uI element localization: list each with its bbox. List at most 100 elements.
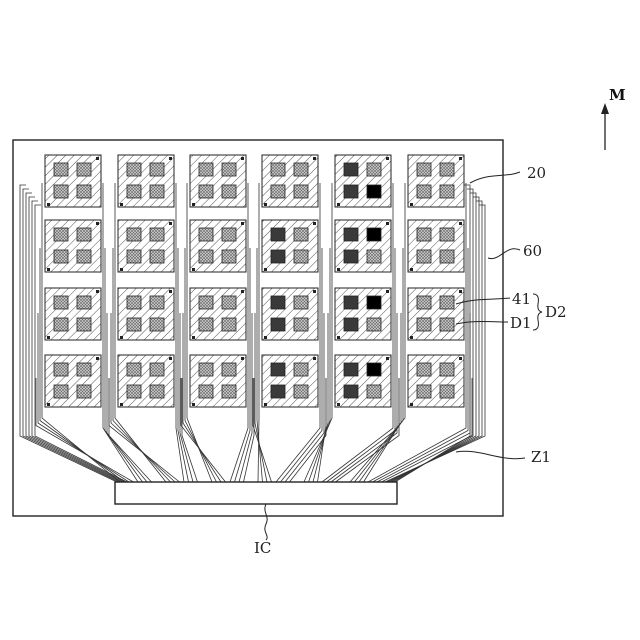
sub-pixel: [440, 296, 454, 309]
pixel-unit: [408, 355, 464, 407]
sub-pixel: [440, 163, 454, 176]
sub-pixel: [77, 296, 91, 309]
sub-pixel: [127, 318, 141, 331]
sub-pixel: [440, 318, 454, 331]
sub-pixel: [367, 163, 381, 176]
sub-pixel: [199, 163, 213, 176]
sub-pixel: [344, 385, 358, 398]
sub-pixel: [150, 163, 164, 176]
sub-pixel: [222, 185, 236, 198]
sub-pixel: [54, 163, 68, 176]
pixel-unit: [190, 288, 246, 340]
sub-pixel: [222, 385, 236, 398]
sub-pixel: [127, 163, 141, 176]
pixel-unit: [408, 155, 464, 207]
sub-pixel: [77, 163, 91, 176]
sub-pixel: [222, 163, 236, 176]
sub-pixel: [344, 185, 358, 198]
sub-pixel: [150, 228, 164, 241]
sub-pixel: [271, 163, 285, 176]
sub-pixel: [417, 318, 431, 331]
sub-pixel: [77, 385, 91, 398]
sub-pixel: [294, 228, 308, 241]
sub-pixel: [294, 250, 308, 263]
sub-pixel: [440, 385, 454, 398]
sub-pixel: [77, 250, 91, 263]
pixel-unit: [118, 355, 174, 407]
label-z1: Z1: [531, 448, 551, 466]
sub-pixel: [127, 296, 141, 309]
sub-pixel: [271, 185, 285, 198]
sub-pixel: [294, 363, 308, 376]
pixel-unit: [45, 288, 101, 340]
sub-pixel: [417, 250, 431, 263]
sub-pixel: [150, 185, 164, 198]
sub-pixel: [199, 228, 213, 241]
pixel-unit: [45, 355, 101, 407]
sub-pixel: [54, 228, 68, 241]
sub-pixel: [54, 296, 68, 309]
pixel-unit: [335, 155, 391, 207]
sub-pixel: [417, 296, 431, 309]
sub-pixel: [271, 318, 285, 331]
pixel-unit: [190, 220, 246, 272]
sub-pixel: [271, 296, 285, 309]
sub-pixel: [417, 163, 431, 176]
sub-pixel: [294, 185, 308, 198]
sub-pixel: [199, 296, 213, 309]
sub-pixel: [127, 228, 141, 241]
sub-pixel: [367, 250, 381, 263]
label-d2: D2: [545, 303, 567, 321]
sub-pixel: [150, 296, 164, 309]
sub-pixel: [127, 363, 141, 376]
sub-pixel: [222, 228, 236, 241]
sub-pixel: [222, 318, 236, 331]
pixel-unit: [262, 155, 318, 207]
sub-pixel: [54, 318, 68, 331]
sub-pixel: [344, 296, 358, 309]
sub-pixel: [222, 250, 236, 263]
sub-pixel: [367, 185, 381, 198]
sub-pixel: [150, 363, 164, 376]
sub-pixel: [199, 363, 213, 376]
sub-pixel: [367, 385, 381, 398]
sub-pixel: [344, 228, 358, 241]
sub-pixel: [417, 385, 431, 398]
pixel-unit: [190, 355, 246, 407]
sub-pixel: [440, 363, 454, 376]
pixel-unit: [262, 288, 318, 340]
brace-d2: [533, 294, 542, 330]
pixel-unit: [262, 220, 318, 272]
pixel-unit: [335, 220, 391, 272]
sub-pixel: [150, 318, 164, 331]
sub-pixel: [127, 185, 141, 198]
sub-pixel: [271, 363, 285, 376]
label-41: 41: [512, 290, 531, 308]
sub-pixel: [271, 385, 285, 398]
sub-pixel: [417, 185, 431, 198]
pixel-unit: [408, 288, 464, 340]
label-20: 20: [527, 164, 546, 182]
sub-pixel: [199, 185, 213, 198]
sub-pixel: [344, 163, 358, 176]
sub-pixel: [199, 318, 213, 331]
sub-pixel: [294, 296, 308, 309]
sub-pixel: [54, 385, 68, 398]
sub-pixel: [440, 228, 454, 241]
pixel-unit: [408, 220, 464, 272]
sub-pixel: [150, 385, 164, 398]
pixel-unit: [335, 288, 391, 340]
pixel-unit: [45, 155, 101, 207]
pixel-unit: [45, 220, 101, 272]
label-ic: IC: [254, 539, 271, 557]
pixel-unit: [262, 355, 318, 407]
sub-pixel: [77, 185, 91, 198]
sub-pixel: [417, 363, 431, 376]
sub-pixel: [54, 250, 68, 263]
sub-pixel: [77, 228, 91, 241]
sub-pixel: [440, 185, 454, 198]
pixel-unit: [118, 288, 174, 340]
label-direction: M: [609, 86, 626, 104]
pixel-unit: [190, 155, 246, 207]
